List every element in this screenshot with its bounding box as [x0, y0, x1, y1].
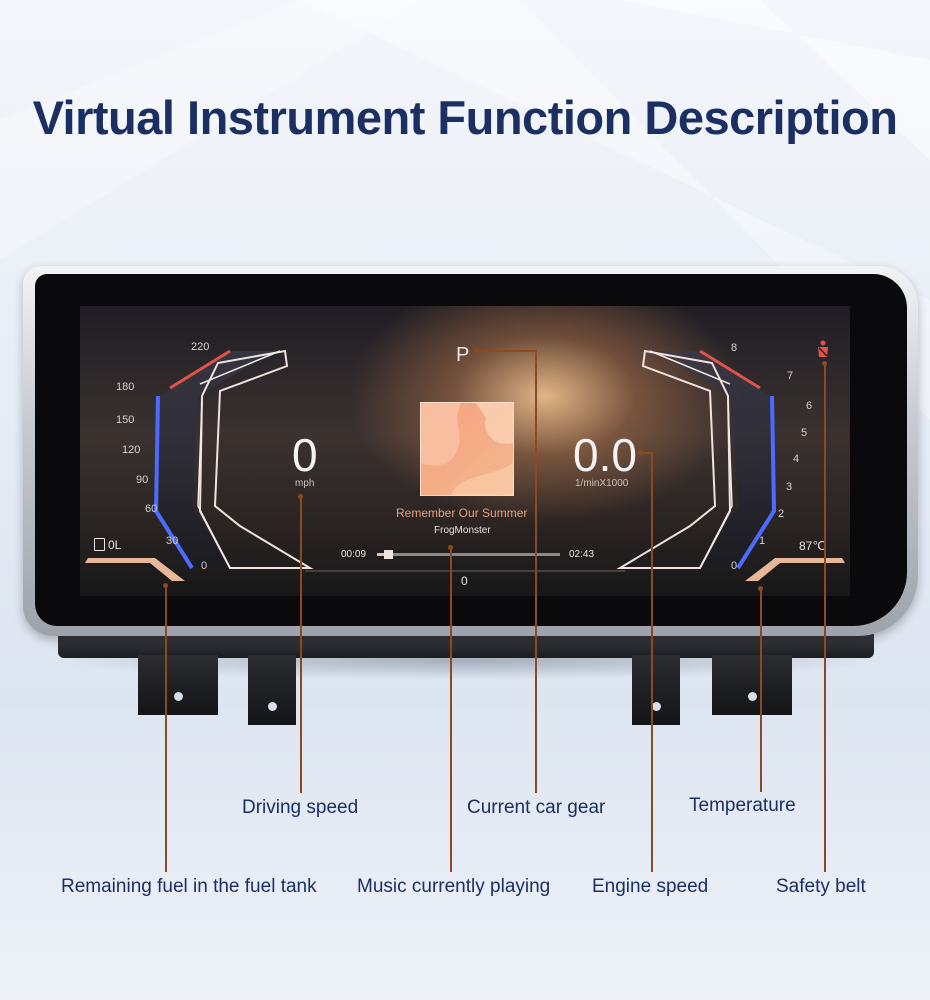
page-title: Virtual Instrument Function Description [32, 91, 898, 144]
music-callout-dot [448, 545, 453, 550]
rpm-gauge-blue-arc [736, 395, 777, 570]
mount-bracket-right-inner [632, 655, 680, 725]
temp-accent-bar [745, 558, 845, 581]
callout-driving-speed: Driving speed [242, 797, 359, 818]
speed-tick-180: 180 [116, 381, 135, 393]
callout-temperature: Temperature [689, 795, 796, 816]
speed-tick-120: 120 [122, 444, 141, 456]
bottom-center-value: 0 [461, 574, 468, 588]
speed-tick-150: 150 [116, 414, 135, 426]
speed-gauge-white-edge [197, 350, 281, 569]
callout-engine-speed: Engine speed [592, 876, 709, 897]
speed-unit: mph [295, 478, 315, 489]
callout-current-gear: Current car gear [467, 797, 606, 818]
rpm-tick-3: 3 [786, 481, 793, 493]
music-progress-bar[interactable] [377, 550, 560, 559]
speed-tick-220: 220 [191, 341, 210, 353]
speed-tick-90: 90 [136, 474, 149, 486]
rpm-tick-5: 5 [801, 427, 808, 439]
fuel-callout-dot [163, 583, 168, 588]
fuel-indicator: 0L [94, 538, 121, 552]
callout-music: Music currently playing [357, 876, 551, 897]
album-art-shapes [421, 403, 513, 495]
rpm-callout-line-v [651, 452, 653, 872]
fuel-accent-bar [85, 558, 185, 581]
rpm-gauge-white-edge [649, 350, 733, 569]
speed-tick-30: 30 [166, 535, 179, 547]
album-art[interactable] [420, 402, 514, 496]
speed-value: 0 [292, 429, 318, 481]
bracket-hole [747, 692, 757, 701]
speed-tick-60: 60 [145, 503, 158, 515]
temp-callout-line [760, 589, 762, 792]
temp-callout-dot [758, 586, 763, 591]
rpm-gauge-red-arc [699, 349, 761, 390]
rpm-tick-8: 8 [731, 342, 738, 354]
music-progress-handle[interactable] [383, 550, 393, 559]
bracket-hole [173, 692, 183, 701]
mount-bar [58, 634, 874, 658]
gauge-graphics [85, 349, 845, 581]
seatbelt-warning-icon [818, 340, 828, 357]
fuel-pump-icon [94, 538, 105, 551]
mount-bracket-left-inner [248, 655, 296, 725]
rpm-tick-2: 2 [778, 508, 785, 520]
rpm-gauge-inner-outline [616, 349, 732, 569]
mount-bracket-right-outer [712, 655, 792, 715]
rpm-unit: 1/minX1000 [575, 478, 629, 489]
temperature-value: 87℃ [799, 539, 826, 553]
seatbelt-callout-dot [822, 361, 827, 366]
speed-gauge-blue-arc [153, 395, 194, 570]
gear-callout-dot [474, 348, 479, 353]
rpm-tick-1: 1 [759, 535, 766, 547]
speed-callout-dot [298, 494, 303, 499]
fuel-callout-line [165, 586, 167, 872]
speed-gauge-panel [158, 351, 275, 568]
bracket-hole [267, 702, 277, 711]
rpm-value: 0.0 [573, 429, 637, 481]
gear-indicator: P [456, 344, 470, 366]
music-total-time: 02:43 [569, 549, 595, 560]
rpm-tick-6: 6 [806, 400, 813, 412]
speed-callout-line [300, 497, 302, 793]
song-artist: FrogMonster [434, 525, 491, 536]
music-progress-fill [377, 553, 388, 556]
speed-gauge-red-arc [169, 349, 231, 390]
rpm-callout-dot [638, 450, 643, 455]
rpm-tick-7: 7 [787, 370, 794, 382]
speed-gauge-inner-outline [198, 349, 314, 569]
rpm-gauge-panel [655, 351, 772, 568]
gear-callout-line-v [535, 350, 537, 793]
callout-fuel: Remaining fuel in the fuel tank [61, 876, 317, 897]
song-title: Remember Our Summer [396, 506, 528, 520]
callout-safety-belt: Safety belt [776, 876, 866, 897]
gear-callout-line-h [477, 350, 537, 352]
music-elapsed-time: 00:09 [341, 549, 367, 560]
rpm-tick-4: 4 [793, 453, 800, 465]
seatbelt-callout-line [824, 364, 826, 872]
speed-tick-0: 0 [201, 560, 208, 572]
fuel-value: 0L [108, 538, 122, 552]
music-callout-line [450, 548, 452, 872]
rpm-tick-0: 0 [731, 560, 738, 572]
mount-bracket-left-outer [138, 655, 218, 715]
rpm-callout-line-h [641, 452, 653, 454]
bracket-hole [651, 702, 661, 711]
